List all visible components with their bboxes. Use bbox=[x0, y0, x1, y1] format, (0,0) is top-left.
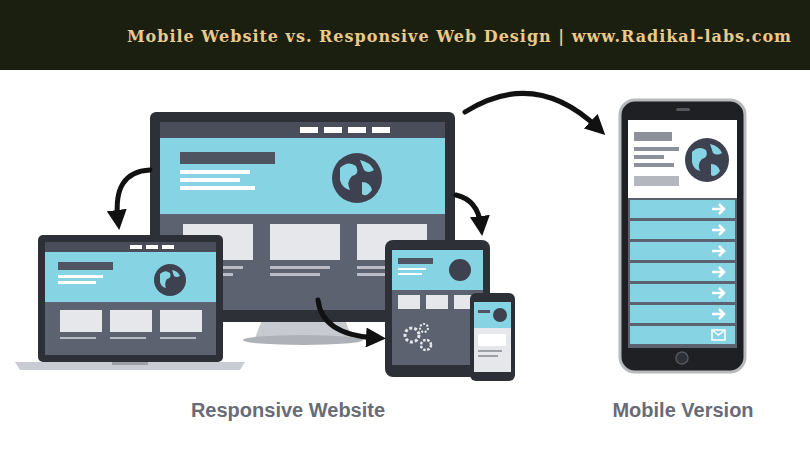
laptop-part bbox=[146, 245, 158, 249]
menu-rows-part bbox=[712, 225, 724, 235]
desktop-monitor-part bbox=[160, 122, 445, 138]
small-phone-part bbox=[470, 293, 515, 381]
desktop-monitor-part bbox=[180, 186, 255, 190]
laptop-part bbox=[45, 242, 216, 252]
menu-rows-part bbox=[630, 200, 735, 218]
laptop-part bbox=[60, 337, 96, 339]
small-phone-part bbox=[474, 302, 511, 372]
menu-rows-part bbox=[712, 246, 724, 256]
laptop-part bbox=[45, 242, 216, 355]
laptop-part bbox=[162, 245, 174, 249]
laptop-part bbox=[160, 337, 196, 339]
tablet-part bbox=[398, 268, 426, 270]
mobile-phone-part bbox=[620, 100, 745, 372]
tablet-part bbox=[392, 250, 483, 365]
tablet-part bbox=[420, 324, 428, 332]
tablet-part bbox=[426, 295, 448, 309]
small-phone-part bbox=[478, 334, 506, 346]
desktop-monitor-part bbox=[300, 127, 318, 133]
desktop-monitor-part bbox=[160, 138, 445, 214]
laptop-part bbox=[58, 262, 113, 270]
laptop-part bbox=[110, 337, 146, 339]
flow-arrows-part bbox=[117, 170, 150, 220]
laptop-part bbox=[58, 275, 103, 278]
laptop-part bbox=[15, 362, 245, 370]
mobile-phone-part bbox=[628, 198, 737, 348]
laptop-part bbox=[160, 270, 180, 288]
menu-rows-part bbox=[712, 267, 724, 277]
desktop-monitor-part bbox=[348, 127, 366, 133]
laptop-part bbox=[110, 310, 152, 332]
mobile-phone-part bbox=[634, 155, 664, 159]
menu-rows-part bbox=[712, 204, 724, 214]
desktop-monitor-part bbox=[372, 127, 390, 133]
menu-rows-part bbox=[630, 221, 735, 239]
small-phone-part bbox=[478, 350, 502, 352]
laptop-part bbox=[112, 362, 148, 365]
menu-rows-part bbox=[630, 305, 735, 323]
desktop-monitor-part bbox=[340, 160, 374, 195]
flow-arrows-part bbox=[465, 93, 598, 128]
laptop-part bbox=[160, 310, 202, 332]
laptop-part bbox=[38, 235, 223, 362]
laptop bbox=[15, 235, 245, 370]
mobile-phone-part bbox=[634, 147, 679, 151]
menu-rows-part bbox=[712, 330, 725, 335]
desktop-monitor-part bbox=[332, 153, 382, 203]
small-phone-part bbox=[493, 308, 507, 322]
laptop-part bbox=[58, 281, 96, 284]
desktop-monitor-part bbox=[270, 224, 340, 260]
desktop-monitor-part bbox=[324, 127, 342, 133]
tablet-part bbox=[398, 273, 422, 275]
menu-rows-part bbox=[712, 288, 724, 298]
mobile-phone-part bbox=[676, 352, 688, 364]
tablet-part bbox=[392, 250, 483, 290]
mobile-phone-part bbox=[685, 138, 729, 182]
tablet-part bbox=[398, 295, 420, 309]
small-phone-part bbox=[478, 310, 490, 313]
flow-arrows bbox=[117, 93, 598, 338]
mobile-phone bbox=[620, 100, 745, 372]
mobile-phone-part bbox=[634, 176, 679, 186]
mobile-phone-part bbox=[676, 108, 690, 111]
menu-rows-part bbox=[712, 309, 724, 319]
small-phone bbox=[470, 293, 515, 381]
section-label: Responsive Website bbox=[191, 399, 385, 422]
laptop-part bbox=[154, 264, 186, 296]
laptop-part bbox=[45, 252, 216, 302]
menu-rows-part bbox=[712, 330, 725, 340]
desktop-monitor-part bbox=[270, 266, 330, 269]
mobile-phone-part bbox=[628, 120, 737, 348]
desktop-monitor-part bbox=[180, 152, 275, 164]
tablet-part bbox=[449, 259, 471, 281]
desktop-monitor-part bbox=[180, 178, 240, 182]
section-label: Mobile Version bbox=[612, 399, 753, 422]
menu-rows-part bbox=[630, 326, 735, 344]
laptop-part bbox=[60, 310, 102, 332]
mobile-phone-part bbox=[634, 163, 674, 167]
small-phone-part bbox=[474, 302, 511, 328]
page-title: Mobile Website vs. Responsive Web Design… bbox=[127, 27, 792, 46]
desktop-monitor-part bbox=[270, 273, 320, 276]
laptop-part bbox=[130, 245, 142, 249]
flow-arrows-part bbox=[318, 300, 376, 338]
tablet-part bbox=[421, 340, 431, 350]
mobile-phone-part bbox=[692, 144, 722, 176]
menu-rows bbox=[630, 200, 735, 344]
menu-rows-part bbox=[630, 263, 735, 281]
mobile-phone-part bbox=[634, 132, 672, 141]
flow-arrows-part bbox=[456, 195, 481, 226]
menu-rows-part bbox=[630, 242, 735, 260]
tablet-part bbox=[398, 258, 433, 264]
tablet-part bbox=[405, 328, 419, 342]
menu-rows-part bbox=[630, 284, 735, 302]
desktop-monitor-part bbox=[180, 170, 250, 174]
small-phone-part bbox=[478, 355, 498, 357]
desktop-monitor-part bbox=[243, 335, 363, 345]
